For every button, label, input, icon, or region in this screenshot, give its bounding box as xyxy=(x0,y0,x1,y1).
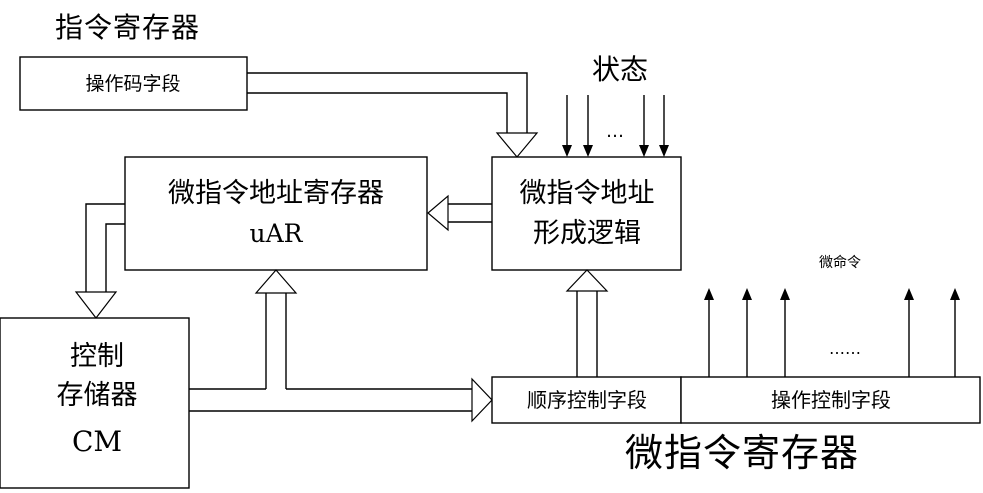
status-label: 状态 xyxy=(592,53,648,86)
logic-to-uar-arrow xyxy=(427,194,492,232)
address-logic-line1: 微指令地址 xyxy=(520,178,655,209)
control-store-line1: 控制 xyxy=(70,341,124,372)
cm-to-uar-arrow xyxy=(254,269,298,389)
uar-label-line1: 微指令地址寄存器 xyxy=(168,178,384,209)
uar-label-line2: uAR xyxy=(250,219,304,248)
operation-field-box xyxy=(680,376,981,424)
sequence-field-box xyxy=(491,376,682,424)
opcode-to-logic-arrow xyxy=(247,72,539,158)
micro-commands-ellipsis: …… xyxy=(829,339,861,358)
control-store-box xyxy=(0,317,190,489)
status-input-arrows xyxy=(562,95,669,157)
sequence-field-label: 顺序控制字段 xyxy=(527,388,647,412)
micro-instruction-register-title: 微指令寄存器 xyxy=(625,431,859,475)
cm-to-mir-arrow xyxy=(189,377,493,423)
control-store-line2: 存储器 xyxy=(57,380,138,411)
operation-field-label: 操作控制字段 xyxy=(771,388,891,412)
instruction-register-title: 指令寄存器 xyxy=(55,11,200,44)
status-ellipsis: … xyxy=(606,121,624,142)
address-logic-line2: 形成逻辑 xyxy=(533,218,641,249)
micro-commands-label: 微命令 xyxy=(819,254,861,271)
sequence-to-logic-arrow xyxy=(565,269,609,377)
uar-to-cm-arrow xyxy=(74,203,125,319)
opcode-field-label: 操作码字段 xyxy=(85,73,180,95)
control-store-line3: CM xyxy=(72,425,122,458)
address-logic-box xyxy=(491,156,682,271)
uar-box xyxy=(124,156,428,271)
micro-command-arrows xyxy=(704,288,960,377)
opcode-field-box xyxy=(19,56,248,111)
